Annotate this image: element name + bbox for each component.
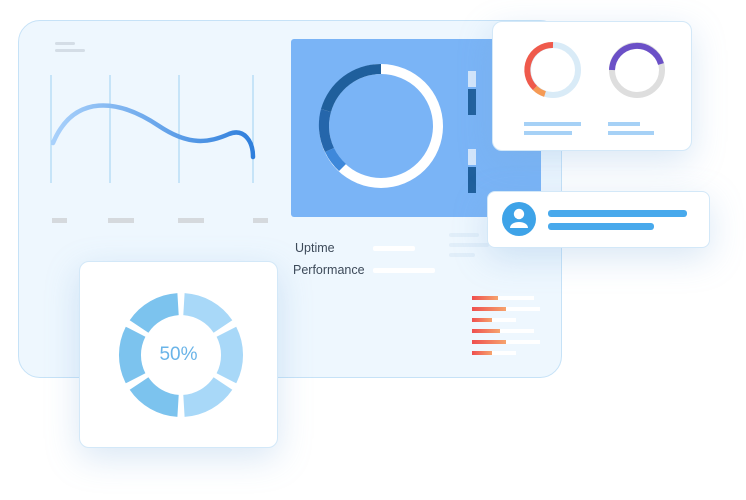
faint-placeholder <box>449 243 489 247</box>
mini-bar-light <box>468 71 476 87</box>
bar-track <box>472 296 534 300</box>
segmented-gauge <box>118 293 244 417</box>
donut-segment <box>321 63 381 112</box>
ring-charts <box>524 41 665 135</box>
ring-progress-red <box>524 41 554 91</box>
faint-placeholder <box>449 233 479 237</box>
uptime-value-bar <box>373 246 415 251</box>
gauge-segment <box>129 377 179 417</box>
bar-track <box>472 318 516 322</box>
faint-placeholder <box>449 253 475 257</box>
gauge-segment <box>183 377 233 417</box>
user-icon-body <box>510 222 528 228</box>
profile-card[interactable] <box>487 191 710 248</box>
mini-bar-dark <box>468 89 476 115</box>
user-icon <box>513 208 525 220</box>
chart-subtitle-placeholder <box>55 49 85 52</box>
chart-title-placeholder <box>55 42 75 45</box>
line-chart <box>50 75 268 223</box>
profile-detail-placeholder <box>548 223 654 230</box>
x-tick-placeholder <box>253 218 268 223</box>
bar-track <box>472 329 534 333</box>
gauge-segment <box>118 326 146 384</box>
gauge-segment <box>216 326 244 384</box>
x-tick-placeholder <box>178 218 204 223</box>
trend-line <box>50 103 256 160</box>
bar-list <box>472 296 540 355</box>
ring-progress-orange <box>532 85 547 97</box>
bar-fill <box>472 307 506 311</box>
gauge-segment <box>183 293 233 333</box>
donut-segment <box>318 109 334 152</box>
ring-caption-placeholder <box>524 122 581 126</box>
ring-caption-placeholder <box>524 131 572 135</box>
bar-fill <box>472 340 506 344</box>
bar-fill <box>472 351 492 355</box>
bar-fill <box>472 318 492 322</box>
large-donut-chart <box>318 63 476 193</box>
gauge-value: 50% <box>159 344 198 365</box>
donut-segment <box>325 148 346 171</box>
x-tick-placeholder <box>52 218 67 223</box>
performance-label: Performance <box>293 263 365 277</box>
mini-bar-dark <box>468 167 476 193</box>
uptime-label: Uptime <box>295 241 335 255</box>
gauge-card: 50% <box>79 261 278 448</box>
profile-name-placeholder <box>548 210 687 217</box>
mini-bar-light <box>468 149 476 165</box>
gauge-segment <box>129 293 179 333</box>
bar-fill <box>472 329 500 333</box>
ring-progress-purple <box>609 42 664 71</box>
ring-caption-placeholder <box>608 131 654 135</box>
bar-track <box>472 351 516 355</box>
bar-fill <box>472 296 498 300</box>
profile-content <box>502 202 687 236</box>
ring-stats-card <box>492 21 692 151</box>
x-tick-placeholder <box>108 218 134 223</box>
ring-caption-placeholder <box>608 122 640 126</box>
performance-value-bar <box>373 268 435 273</box>
